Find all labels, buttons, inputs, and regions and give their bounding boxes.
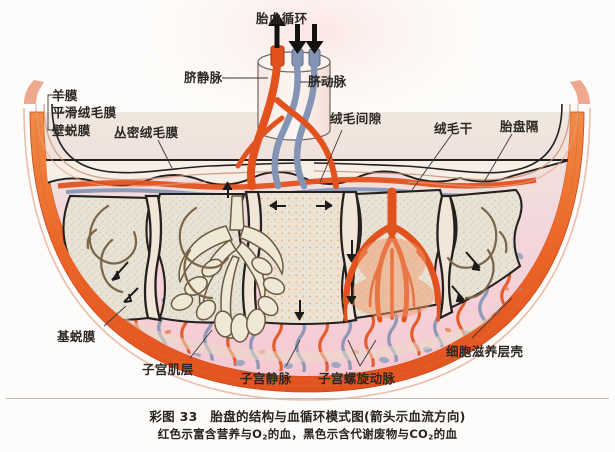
caption-part-b: 的血，黑色示含代谢废物与CO [267, 427, 429, 441]
villus-capillary-haze [350, 238, 434, 318]
umbilical-artery-b [293, 62, 318, 190]
caption-part-c: 的血 [433, 427, 458, 441]
fetal-membranes-right [313, 103, 579, 188]
bowl-contents [46, 159, 568, 372]
uterine-wall-left-tip [24, 80, 44, 104]
caption-sub-co2: 2 [428, 432, 434, 442]
figure-caption-line-2: 红色示富含营养与O2的血，黑色示含代谢废物与CO2的血 [0, 426, 615, 442]
secondary-villi [86, 204, 508, 300]
decidua-inner-line [35, 109, 579, 387]
umbilical-artery-a [271, 62, 301, 190]
label-umbilical-vein: 脐静脉 [184, 70, 223, 85]
arrow-down-umbilical-artery-2 [305, 24, 324, 54]
caption-part-a: 红色示富含营养与O [157, 427, 263, 441]
stem-villus-tree-pale [170, 195, 286, 343]
label-uterine-vein: 子宫静脉 [240, 371, 292, 386]
umbilical-cord [235, 45, 339, 190]
label-amnion: 羊膜 [52, 88, 78, 103]
label-fetal-circulation: 胎血循环 [256, 11, 308, 26]
cord-flow-arrows [268, 12, 324, 54]
umbilical-vein-branch [274, 97, 339, 189]
label-chorion-laeve: 平滑绒毛膜 [52, 105, 117, 120]
label-myometrium: 子宫肌层 [142, 362, 194, 377]
figure-caption-line-1: 彩图 33 胎盘的结构与血循环模式图(箭头示血流方向) [149, 409, 466, 424]
label-chorion-frondosum: 丛密绒毛膜 [114, 125, 179, 140]
caption-divider [6, 398, 609, 399]
label-decidua-parietalis: 壁蜕膜 [52, 123, 91, 138]
label-decidua-basalis: 基蜕膜 [57, 329, 96, 344]
uterine-wall-right-tip [570, 80, 590, 104]
arrow-down-umbilical-artery-1 [288, 24, 307, 54]
umbilical-vein-branch-left [235, 115, 285, 169]
blood-flow-arrows [111, 181, 481, 321]
label-stem-villus: 绒毛干 [434, 121, 473, 136]
arrow-up-umbilical-vein [268, 12, 286, 48]
label-umbilical-artery: 脐动脉 [308, 74, 347, 89]
label-cytotrophoblast-shell: 细胞滋养层壳 [446, 344, 524, 359]
label-uterine-spiral-artery: 子宫螺旋动脉 [318, 371, 396, 386]
label-leader-lines [47, 77, 513, 367]
outer-serosa-line [23, 107, 591, 401]
label-placental-septum: 胎盘隔 [500, 119, 539, 134]
caption-sub-o2: 2 [262, 432, 268, 442]
label-intervillous-space: 绒毛间隙 [330, 111, 382, 126]
